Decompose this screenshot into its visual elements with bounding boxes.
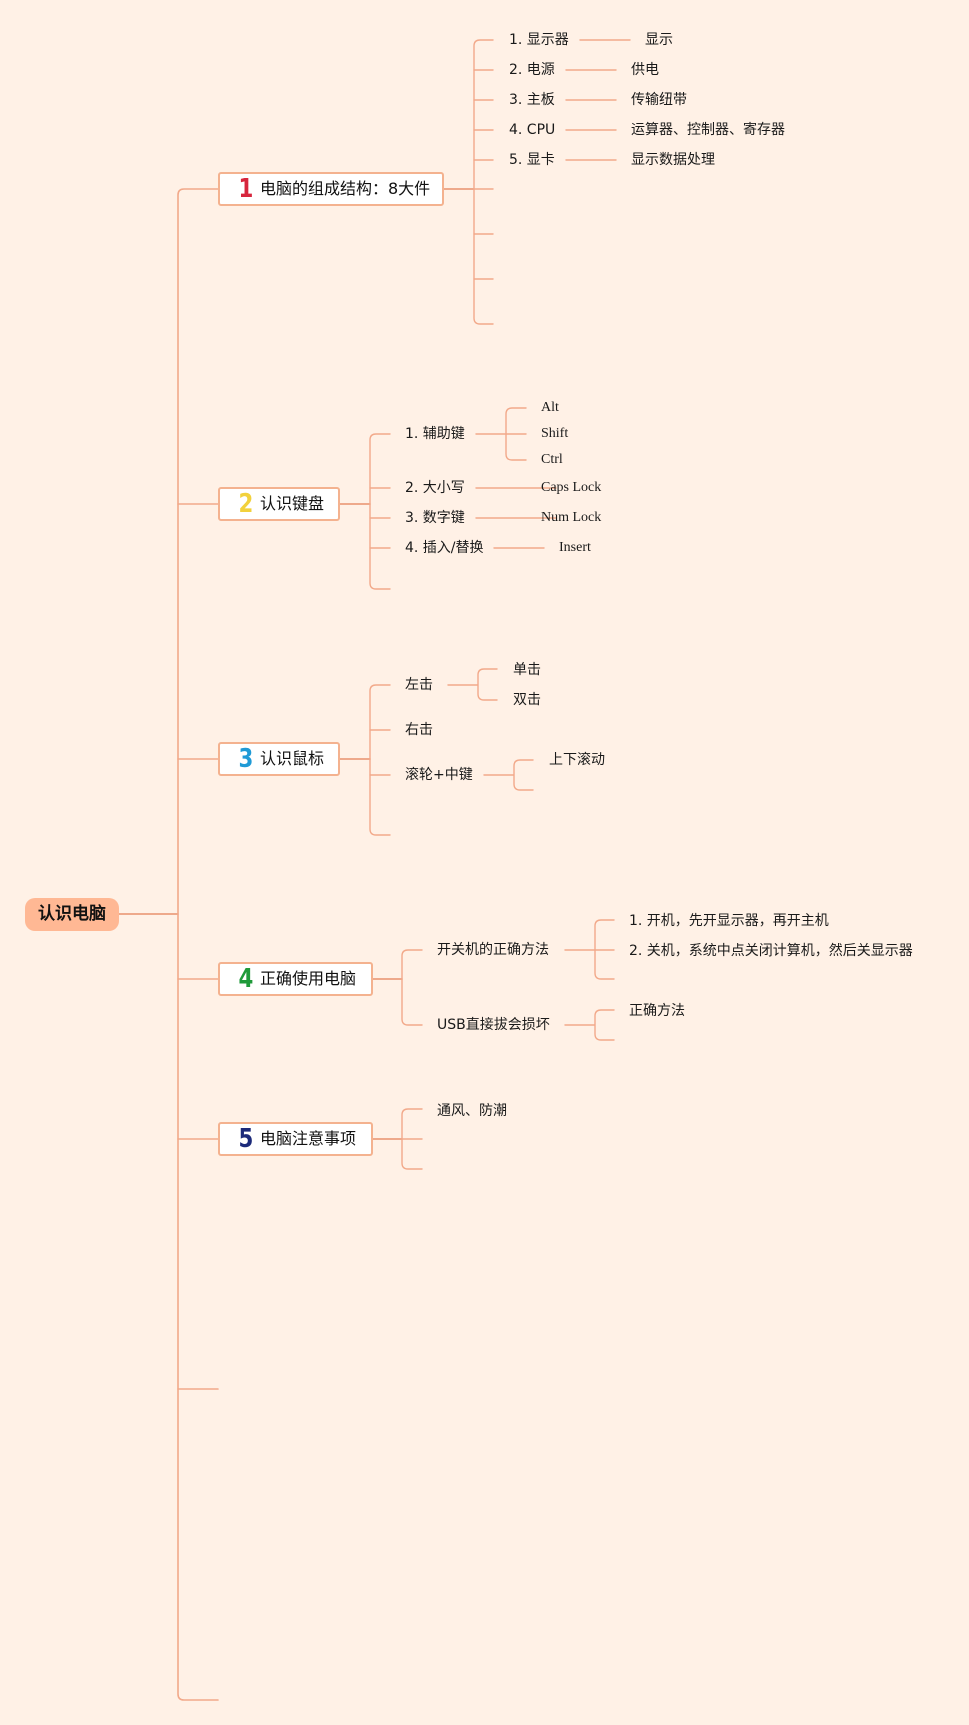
subtopic-wheel[interactable]: 滚轮+中键	[405, 767, 473, 783]
connector-topic1-detail	[565, 39, 631, 161]
connector-topic2-detail	[475, 487, 557, 549]
connector-topic5-bus	[401, 1108, 423, 1170]
detail-correct-method[interactable]: 正确方法	[629, 1003, 685, 1019]
connector-topic3-wheel	[483, 759, 534, 791]
topic-precautions-label: 电脑注意事项	[260, 1129, 357, 1148]
detail-power-on[interactable]: 1. 开机，先开显示器，再开主机	[629, 913, 829, 929]
subtopic-power-on-off[interactable]: 开关机的正确方法	[437, 942, 549, 958]
connector-topic3-b	[369, 729, 391, 776]
detail-monitor[interactable]: 显示	[645, 32, 673, 48]
topic-proper-use[interactable]: 4 正确使用电脑	[218, 962, 373, 996]
connector-topic2-b	[369, 487, 391, 549]
subtopic-usb[interactable]: USB直接拔会损坏	[437, 1017, 550, 1033]
detail-shift[interactable]: Shift	[541, 426, 569, 441]
topic-precautions[interactable]: 5 电脑注意事项	[218, 1122, 373, 1156]
topic-keyboard[interactable]: 2 认识键盘	[218, 487, 340, 521]
detail-num-lock[interactable]: Num Lock	[541, 510, 602, 525]
topic-mouse[interactable]: 3 认识鼠标	[218, 742, 340, 776]
detail-power[interactable]: 供电	[631, 62, 659, 78]
connector-topic4-bus	[401, 949, 423, 1026]
connector-topic4-usb	[564, 1009, 615, 1041]
connector-topic2-bus	[369, 433, 391, 590]
subtopic-cpu[interactable]: 4. CPU	[509, 122, 556, 138]
subtopic-power[interactable]: 2. 电源	[509, 62, 555, 78]
number-2-icon: 2	[238, 489, 254, 519]
detail-power-off[interactable]: 2. 关机，系统中点关闭计算机，然后关显示器	[629, 943, 913, 959]
number-3-icon: 3	[238, 744, 254, 774]
root-topic-label: 认识电脑	[38, 904, 106, 924]
detail-gpu[interactable]: 显示数据处理	[631, 152, 715, 168]
subtopic-left-click[interactable]: 左击	[405, 677, 433, 693]
subtopic-monitor[interactable]: 1. 显示器	[509, 32, 569, 48]
number-1-icon: 1	[238, 174, 254, 204]
subtopic-gpu[interactable]: 5. 显卡	[509, 152, 555, 168]
root-topic[interactable]: 认识电脑	[25, 898, 119, 931]
detail-single-click[interactable]: 单击	[513, 662, 541, 678]
detail-ctrl[interactable]: Ctrl	[541, 452, 563, 467]
detail-scroll[interactable]: 上下滚动	[549, 752, 605, 768]
detail-cpu[interactable]: 运算器、控制器、寄存器	[631, 122, 785, 138]
subtopic-caps[interactable]: 2. 大小写	[405, 480, 465, 496]
subtopic-modifier-keys[interactable]: 1. 辅助键	[405, 426, 465, 442]
subtopic-insert[interactable]: 4. 插入/替换	[405, 540, 484, 556]
detail-caps-lock[interactable]: Caps Lock	[541, 480, 602, 495]
detail-insert[interactable]: Insert	[559, 540, 591, 555]
subtopic-numeric[interactable]: 3. 数字键	[405, 510, 465, 526]
detail-double-click[interactable]: 双击	[513, 692, 541, 708]
subtopic-ventilation[interactable]: 通风、防潮	[437, 1103, 507, 1119]
topic-composition[interactable]: 1 电脑的组成结构：8大件	[218, 172, 444, 206]
subtopic-motherboard[interactable]: 3. 主板	[509, 92, 555, 108]
subtopic-right-click[interactable]: 右击	[405, 722, 433, 738]
connector-topic1-b	[473, 69, 494, 280]
topic-proper-use-label: 正确使用电脑	[260, 969, 357, 988]
topic-mouse-label: 认识鼠标	[260, 749, 325, 768]
connector-topic2-aux	[475, 407, 527, 461]
topic-keyboard-label: 认识键盘	[260, 494, 325, 513]
connector-topic3-left	[447, 668, 498, 701]
number-4-icon: 4	[238, 964, 254, 994]
connector-trunk	[177, 188, 219, 1701]
connector-topic4-power	[564, 919, 615, 980]
detail-alt[interactable]: Alt	[541, 400, 559, 415]
connector-topic1-bus	[473, 39, 494, 325]
detail-motherboard[interactable]: 传输纽带	[631, 92, 687, 108]
connector-topic3-bus	[369, 684, 391, 836]
topic-composition-label: 电脑的组成结构：8大件	[260, 179, 431, 198]
number-5-icon: 5	[238, 1124, 254, 1154]
